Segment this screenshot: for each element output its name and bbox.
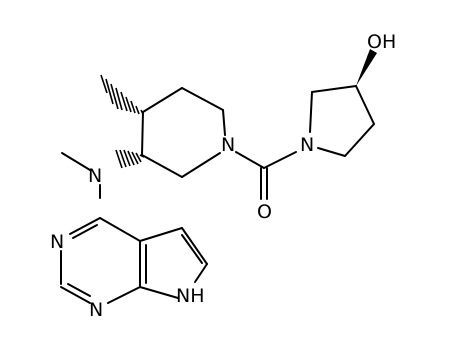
bond-c2-c3pyr [311, 85, 357, 93]
bond-c6-n1 [222, 109, 226, 136]
atom-o-carbonyl: O [257, 201, 272, 223]
bond-n1pym-c7a [107, 286, 141, 304]
hashed-wedge-amine [115, 149, 145, 169]
solid-wedge-oh [356, 49, 377, 86]
atom-n-pyrimidine-3: N [50, 231, 64, 253]
bond-c3-c4 [141, 111, 144, 156]
bond-c5-c6pyrrole [181, 227, 208, 265]
bond-c4-n3-inner [72, 224, 98, 239]
bond-n1-c2 [181, 152, 221, 178]
bond-nh-c7a [139, 286, 179, 299]
bond-c5pyr-npyr [317, 147, 346, 157]
atom-n-methylamine: N [88, 165, 102, 187]
bond-n1-carbonyl [235, 151, 265, 169]
bond-c2-n1pym [60, 286, 91, 304]
bond-c4a-c5 [139, 227, 183, 242]
bond-c4-c5 [142, 87, 183, 113]
atom-n-piperidine: N [221, 134, 235, 156]
hashed-wedge-methyl [100, 74, 144, 115]
bond-npyr-c2 [309, 91, 313, 133]
bond-c2-c3 [141, 154, 183, 178]
bond-c4pyr-c5pyr [344, 123, 375, 157]
bond-carbonyl-npyr [263, 151, 297, 169]
atom-n-pyrrolidine: N [300, 134, 314, 156]
atom-oh: OH [367, 31, 396, 53]
bond-c4-n3 [69, 217, 101, 235]
bond-c6-nh [194, 263, 208, 283]
bond-c4-c4a [99, 217, 141, 242]
bond-c2-n1pym-inner [67, 283, 91, 297]
bond-c5-c6 [181, 87, 224, 111]
atom-nh-pyrrole: NH [176, 285, 205, 307]
bond-c5-c6pyrrole-inner [181, 234, 203, 264]
bond-c3pyr-c4pyr [355, 85, 375, 125]
bond-n-methyl [61, 152, 91, 171]
atom-n-pyrimidine-1: N [89, 299, 103, 321]
